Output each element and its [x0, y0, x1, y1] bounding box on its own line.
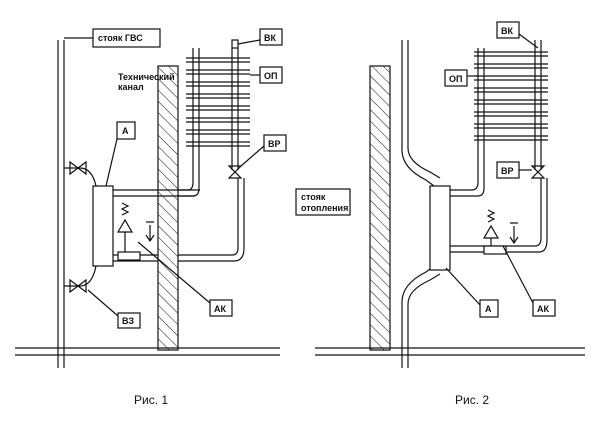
fig1-vr-leader [240, 145, 265, 167]
fig1-vz-label: ВЗ [122, 316, 134, 326]
fig2-vr-label: ВР [501, 166, 514, 176]
fig1-upper-branch [64, 167, 97, 188]
fig1-caption: Рис. 1 [134, 393, 168, 407]
fig2-riser-label-line2: отопления [301, 203, 348, 213]
fig1-ak-valve-icon [116, 218, 134, 233]
fig2-ak-label-box [532, 299, 556, 317]
fig2-caption: Рис. 2 [455, 393, 489, 407]
figure-1: стояк ГВС Технический канал А АК [15, 28, 287, 407]
fig1-ak-leader [137, 241, 211, 304]
fig1-exchanger-a [92, 185, 114, 267]
fig2-vr-valve-icon-b [530, 171, 546, 179]
fig2-riser-label-line1: стояк [301, 192, 326, 202]
fig1-a-label-box [116, 121, 136, 140]
fig2-a-label: А [485, 304, 492, 314]
fig2-ak-spring-icon [486, 209, 496, 223]
fig2-riser-upper-right [407, 40, 441, 179]
fig1-ak-body [117, 251, 141, 261]
fig1-riser-label: стояк ГВС [98, 33, 143, 43]
fig1-vk-leader [237, 39, 261, 45]
fig2-hatched-wall [369, 65, 391, 351]
fig2-vk-label: ВК [501, 26, 513, 36]
fig1-lower-valve-icon [69, 278, 79, 294]
fig2-ak-valve-icon [482, 224, 500, 239]
figure-2: стояк отопления А ВК ОП [295, 21, 585, 407]
fig2-radiator-op [474, 51, 548, 141]
fig1-ak-label-box [209, 299, 233, 317]
fig2-riser-upper-left [401, 40, 435, 187]
fig1-upper-valve-icon-b [77, 160, 87, 176]
fig1-vk-label: ВК [264, 33, 276, 43]
fig1-ak-arrow-icon [145, 234, 155, 243]
fig2-riser-label-box [295, 188, 351, 216]
fig2-ak-leader [502, 245, 534, 304]
fig2-ak-body [483, 245, 507, 255]
fig1-vz-label-box [117, 312, 141, 329]
fig1-lower-branch [64, 265, 97, 287]
fig2-supply-pipe-b [450, 48, 479, 191]
fig1-tech-channel-line2: канал [118, 82, 144, 92]
fig2-exchanger-a [429, 185, 451, 271]
fig1-ak-label: АК [214, 304, 226, 314]
fig1-hatched-wall [157, 65, 179, 351]
fig1-radiator-return-outer [178, 178, 239, 256]
fig1-a-label: А [122, 126, 129, 136]
fig1-op-label: ОП [264, 71, 277, 81]
fig2-return-pipe-a [450, 178, 542, 247]
fig1-vz-leader [87, 289, 119, 317]
fig1-vr-label-box [263, 134, 287, 152]
fig2-riser-lower-right [407, 273, 441, 368]
fig2-ak-arrow-icon [509, 236, 519, 245]
fig1-radiator-op [186, 57, 250, 147]
fig2-riser-lower-left [401, 265, 435, 368]
fig2-vr-valve-icon [530, 165, 546, 173]
fig2-supply-pipe-a [450, 48, 485, 197]
fig1-vk-label-box [259, 28, 283, 46]
fig1-vr-valve-icon [227, 165, 243, 173]
fig1-air-vent-icon [231, 39, 239, 49]
fig2-ak-label: АК [537, 304, 549, 314]
fig1-vr-label: ВР [268, 139, 281, 149]
fig2-op-label: ОП [449, 74, 462, 84]
fig1-tech-channel-line1: Технический [118, 72, 175, 82]
fig1-a-leader [105, 138, 118, 187]
fig1-upper-valve-icon [69, 160, 79, 176]
fig1-lower-valve-icon-b [77, 278, 87, 294]
fig1-ak-spring-icon [120, 202, 130, 216]
fig2-vk-label-box [496, 21, 520, 39]
fig2-op-label-box [444, 69, 468, 87]
fig1-radiator-supply-left2 [178, 48, 194, 191]
fig2-a-label-box [479, 299, 499, 318]
fig1-radiator-supply-left [178, 48, 200, 197]
fig1-vr-valve-icon-b [227, 171, 243, 179]
fig2-return-pipe-b [450, 178, 548, 253]
fig1-radiator-return-inner [178, 178, 245, 262]
fig2-a-leader [445, 267, 481, 306]
fig2-vk-leader [518, 33, 539, 49]
